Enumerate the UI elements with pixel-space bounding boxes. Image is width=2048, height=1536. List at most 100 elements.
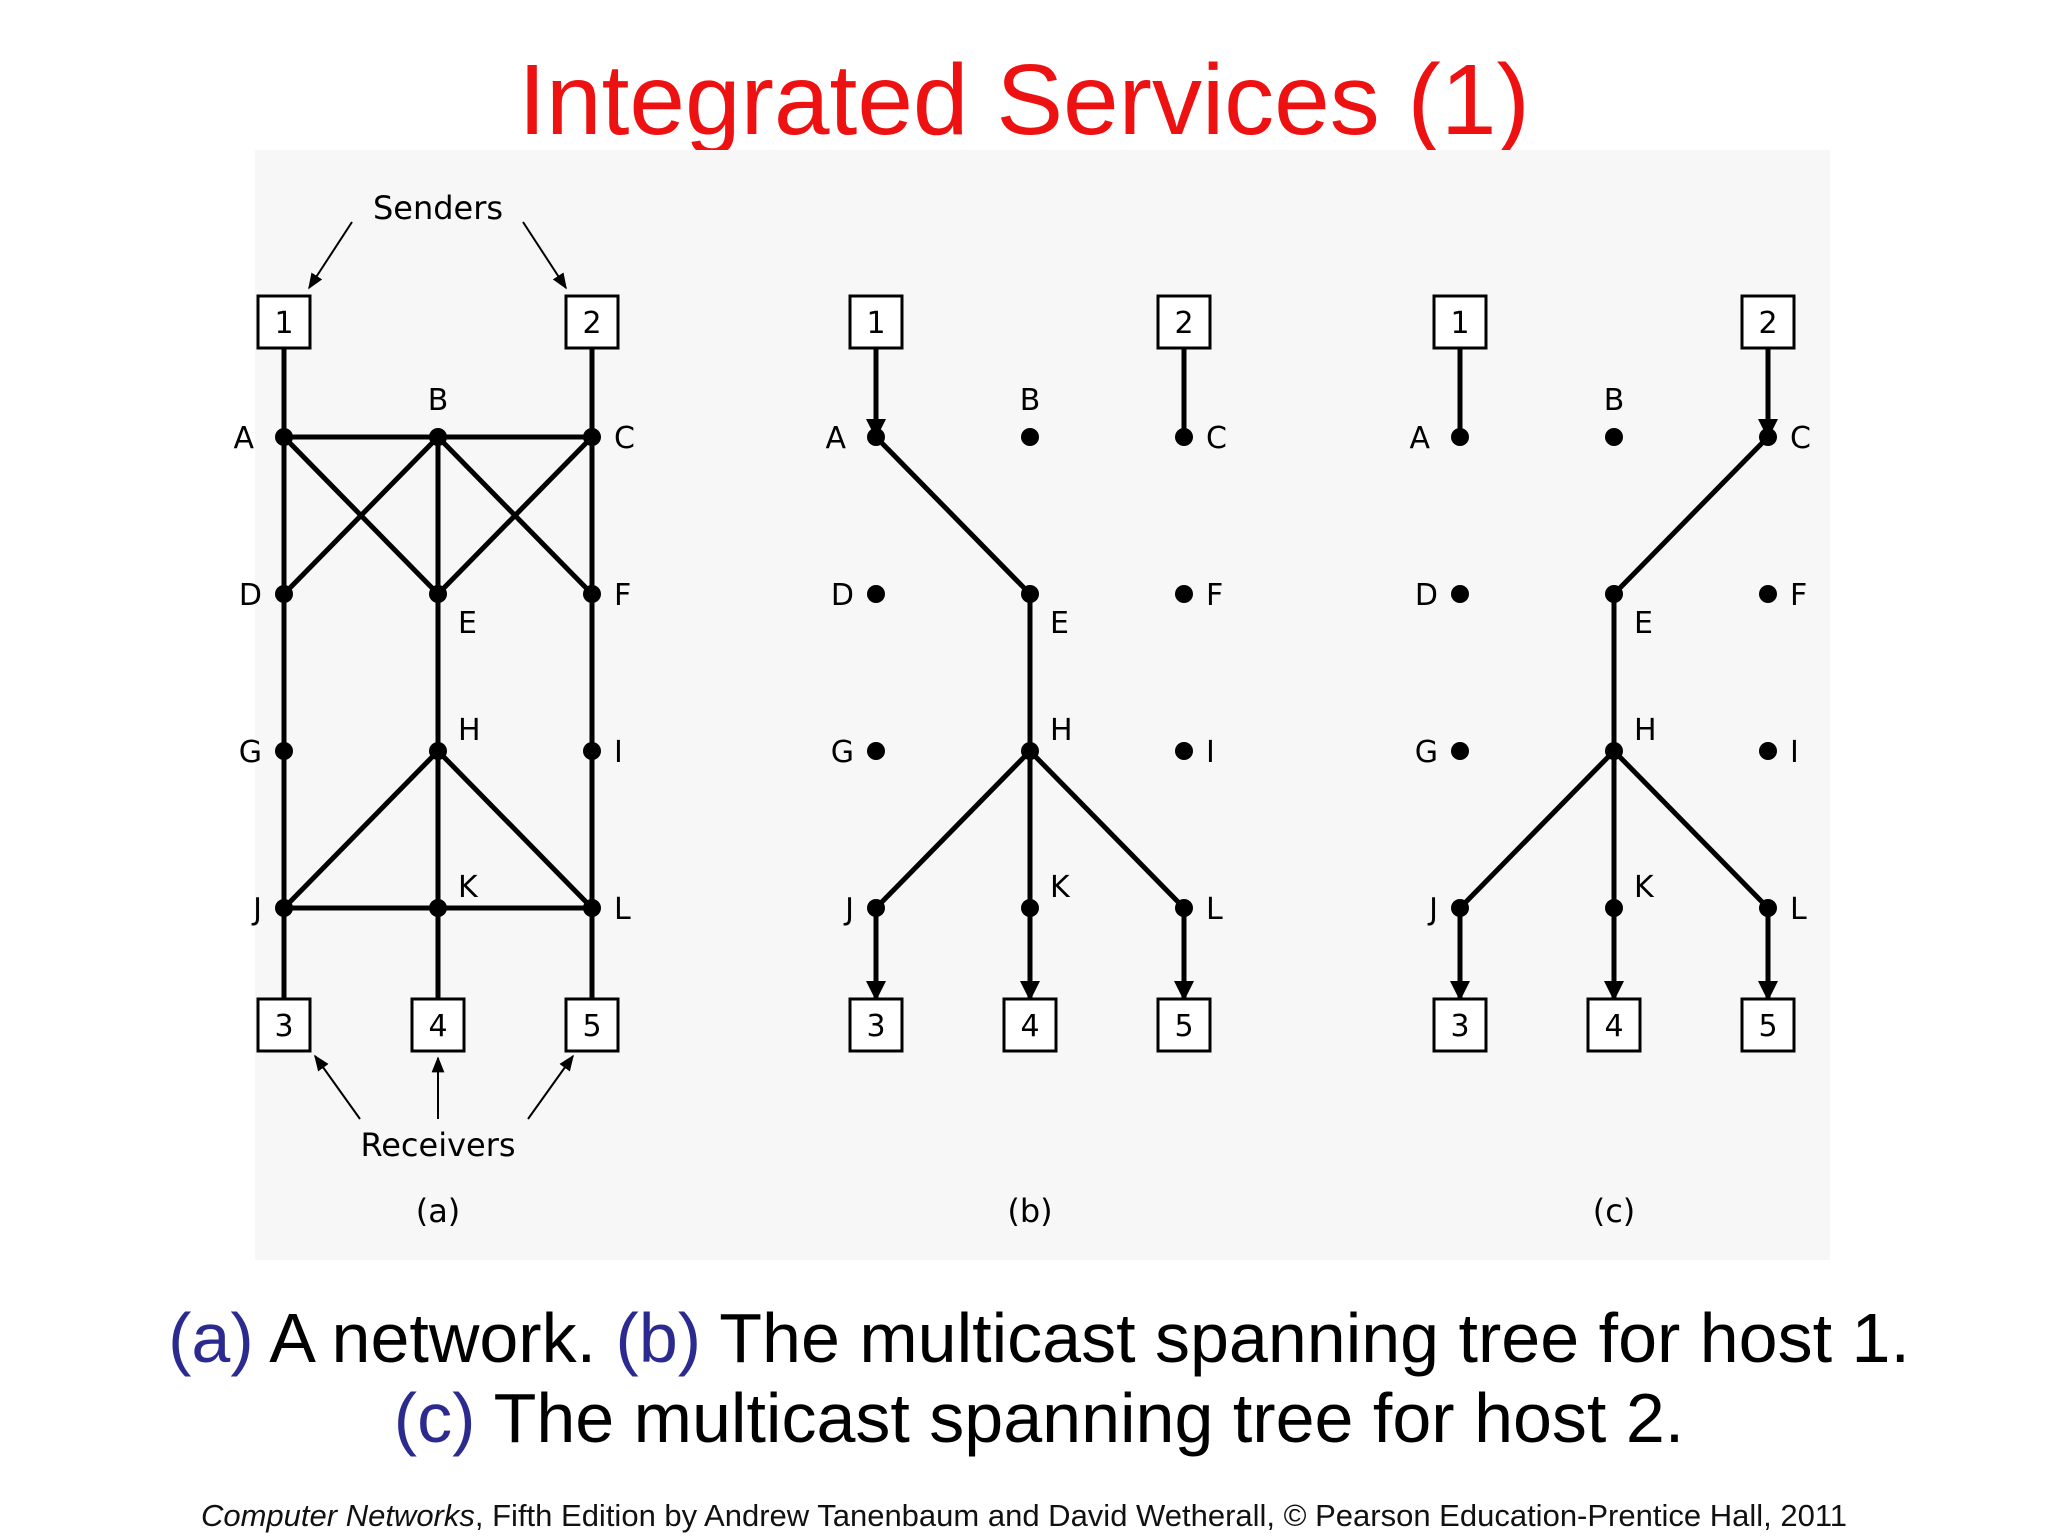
router-label-b-E: E xyxy=(1050,606,1069,641)
host-label-b-5: 5 xyxy=(1174,1009,1193,1044)
router-label-b-H: H xyxy=(1050,713,1073,748)
router-c-J xyxy=(1451,899,1469,917)
router-a-H xyxy=(429,742,447,760)
router-label-c-C: C xyxy=(1790,421,1811,456)
router-label-c-E: E xyxy=(1634,606,1653,641)
router-label-b-G: G xyxy=(831,735,854,770)
router-label-b-F: F xyxy=(1206,578,1223,613)
router-b-C xyxy=(1175,428,1193,446)
host-box-b-5 xyxy=(1156,997,1212,1053)
router-a-L xyxy=(583,899,601,917)
caption-tag-b: (b) xyxy=(615,1299,702,1377)
host-label-b-4: 4 xyxy=(1020,1009,1039,1044)
host-label-c-3: 3 xyxy=(1450,1009,1469,1044)
router-label-b-D: D xyxy=(831,578,854,613)
router-label-b-K: K xyxy=(1050,870,1071,905)
host-box-a-5 xyxy=(564,997,620,1053)
router-label-a-G: G xyxy=(239,735,262,770)
router-b-E xyxy=(1021,585,1039,603)
host-box-c-1 xyxy=(1432,294,1488,350)
footer-book-title: Computer Networks xyxy=(200,1498,475,1533)
host-label-a-5: 5 xyxy=(582,1009,601,1044)
router-c-F xyxy=(1759,585,1777,603)
router-label-a-B: B xyxy=(428,383,449,418)
router-label-c-I: I xyxy=(1790,735,1799,770)
router-label-a-D: D xyxy=(239,578,262,613)
router-label-b-B: B xyxy=(1020,383,1041,418)
nodes-layer xyxy=(256,294,1796,1053)
router-label-a-L: L xyxy=(614,892,631,927)
router-label-b-L: L xyxy=(1206,892,1223,927)
panel-label-c: (c) xyxy=(1593,1192,1636,1230)
host-box-a-3 xyxy=(256,997,312,1053)
router-label-c-H: H xyxy=(1634,713,1657,748)
host-label-b-1: 1 xyxy=(866,306,885,341)
host-label-a-2: 2 xyxy=(582,306,601,341)
receivers-arrow-1 xyxy=(314,1054,361,1120)
router-label-a-J: J xyxy=(251,892,262,927)
host-label-a-1: 1 xyxy=(274,306,293,341)
caption-text-c: The multicast spanning tree for host 2. xyxy=(475,1379,1685,1457)
panel-label-b: (b) xyxy=(1007,1192,1052,1230)
router-c-B xyxy=(1605,428,1623,446)
router-b-B xyxy=(1021,428,1039,446)
link-a-H-J xyxy=(281,748,441,911)
router-c-C xyxy=(1759,428,1777,446)
router-c-L xyxy=(1759,899,1777,917)
router-b-J xyxy=(867,899,885,917)
router-b-F xyxy=(1175,585,1193,603)
link-c-C-E xyxy=(1611,434,1771,597)
router-a-G xyxy=(275,742,293,760)
host-box-b-3 xyxy=(848,997,904,1053)
host-label-c-4: 4 xyxy=(1604,1009,1623,1044)
slide-title: Integrated Services (1) xyxy=(518,44,1530,156)
caption-line-2: (c) The multicast spanning tree for host… xyxy=(0,1378,2048,1458)
router-label-a-E: E xyxy=(458,606,477,641)
receivers-label: Receivers xyxy=(360,1126,515,1164)
router-label-a-K: K xyxy=(458,870,479,905)
router-label-b-C: C xyxy=(1206,421,1227,456)
router-label-a-I: I xyxy=(614,735,623,770)
router-a-D xyxy=(275,585,293,603)
router-c-H xyxy=(1605,742,1623,760)
footer-credit-text: , Fifth Edition by Andrew Tanenbaum and … xyxy=(474,1498,1848,1533)
panel-label-a: (a) xyxy=(416,1192,461,1230)
link-b-H-J xyxy=(873,748,1033,911)
host-box-b-1 xyxy=(848,294,904,350)
host-label-c-1: 1 xyxy=(1450,306,1469,341)
router-b-L xyxy=(1175,899,1193,917)
router-label-c-A: A xyxy=(1409,421,1430,456)
footer-credit: Computer Networks, Fifth Edition by Andr… xyxy=(0,1498,2048,1534)
router-label-c-F: F xyxy=(1790,578,1807,613)
senders-arrow-2 xyxy=(522,221,567,290)
router-a-E xyxy=(429,585,447,603)
link-c-H-J xyxy=(1457,748,1617,911)
router-a-J xyxy=(275,899,293,917)
router-c-I xyxy=(1759,742,1777,760)
host-box-b-2 xyxy=(1156,294,1212,350)
router-label-a-A: A xyxy=(233,421,254,456)
senders-label: Senders xyxy=(373,189,503,227)
link-c-H-L xyxy=(1611,748,1771,911)
host-label-c-2: 2 xyxy=(1758,306,1777,341)
router-c-A xyxy=(1451,428,1469,446)
host-box-c-2 xyxy=(1740,294,1796,350)
router-label-c-L: L xyxy=(1790,892,1807,927)
caption-text-b: The multicast spanning tree for host 1. xyxy=(701,1299,1910,1377)
router-label-b-J: J xyxy=(843,892,854,927)
router-a-I xyxy=(583,742,601,760)
router-c-G xyxy=(1451,742,1469,760)
router-label-c-J: J xyxy=(1427,892,1438,927)
link-a-B-D xyxy=(281,434,441,597)
host-box-b-4 xyxy=(1002,997,1058,1053)
link-b-H-L xyxy=(1027,748,1187,911)
router-b-D xyxy=(867,585,885,603)
router-b-K xyxy=(1021,899,1039,917)
router-label-a-H: H xyxy=(458,713,481,748)
router-label-a-C: C xyxy=(614,421,635,456)
host-label-a-4: 4 xyxy=(428,1009,447,1044)
host-label-a-3: 3 xyxy=(274,1009,293,1044)
router-label-c-K: K xyxy=(1634,870,1655,905)
